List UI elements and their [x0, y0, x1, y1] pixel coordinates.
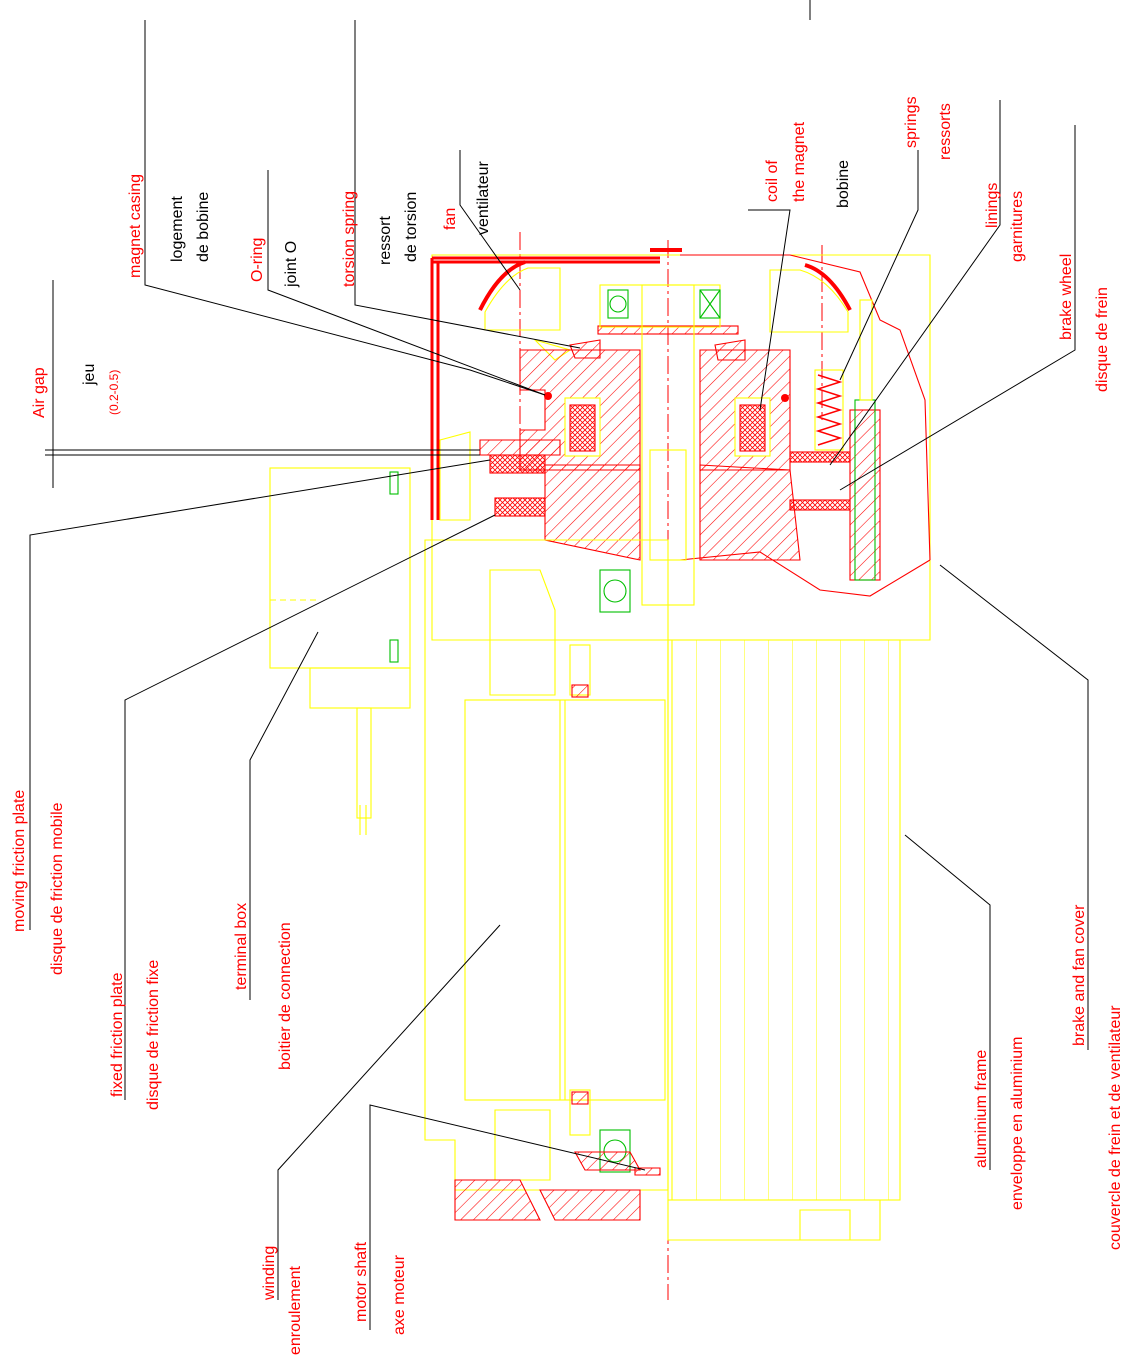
label-the-magnet: the magnet	[791, 121, 808, 202]
label-disque-friction-mobile: disque de friction mobile	[49, 802, 66, 975]
springs	[814, 369, 844, 451]
label-moving-friction-plate: moving friction plate	[11, 790, 28, 932]
leader-lines	[29, 0, 1089, 1330]
label-couvercle: couvercle de frein et de ventilateur	[1107, 1005, 1124, 1250]
label-logement: logement	[169, 196, 186, 262]
motor-body	[269, 232, 931, 1300]
aluminium-frame	[667, 639, 901, 1241]
label-brake-wheel: brake wheel	[1058, 254, 1075, 340]
label-linings: linings	[984, 183, 1001, 228]
label-ressorts: ressorts	[937, 103, 954, 160]
terminal-box-drawing	[269, 467, 411, 835]
label-garnitures: garnitures	[1009, 191, 1026, 262]
label-de-bobine: de bobine	[195, 192, 212, 262]
bearings	[599, 569, 631, 1173]
label-aluminium-frame: aluminium frame	[973, 1050, 990, 1168]
label-bobine: bobine	[835, 160, 852, 208]
label-brake-fan-cover: brake and fan cover	[1071, 904, 1088, 1046]
label-axe-moteur: axe moteur	[391, 1254, 408, 1335]
label-enroulement: enroulement	[287, 1266, 304, 1356]
label-fixed-friction-plate: fixed friction plate	[109, 972, 126, 1097]
label-coil-of: coil of	[764, 160, 781, 202]
label-ressort: ressort	[377, 216, 394, 265]
label-enveloppe-aluminium: enveloppe en aluminium	[1009, 1037, 1026, 1210]
label-disque-de-frein: disque de frein	[1094, 287, 1111, 392]
brake-fan-cover	[430, 248, 931, 641]
label-terminal-box: terminal box	[233, 903, 250, 990]
label-o-ring: O-ring	[249, 238, 266, 282]
stator-left	[424, 539, 669, 1221]
label-torsion-spring: torsion spring	[341, 191, 358, 287]
label-jeu-range: (0.2-0.5)	[107, 370, 121, 415]
label-air-gap: Air gap	[31, 367, 48, 418]
label-boitier-connection: boitier de connection	[277, 922, 294, 1070]
labels: Air gap jeu (0.2-0.5) magnet casing loge…	[11, 96, 1124, 1355]
label-magnet-casing: magnet casing	[127, 174, 144, 278]
label-jeu: jeu	[81, 364, 98, 386]
label-disque-friction-fixe: disque de friction fixe	[145, 960, 162, 1110]
magnet-casing-right	[699, 349, 791, 471]
label-fan: fan	[442, 208, 459, 230]
label-de-torsion: de torsion	[403, 192, 420, 262]
label-ventilateur: ventilateur	[475, 161, 492, 235]
label-springs: springs	[903, 96, 920, 148]
brake-wheel	[439, 299, 881, 581]
label-motor-shaft: motor shaft	[353, 1241, 370, 1322]
fan	[478, 260, 852, 335]
label-winding: winding	[261, 1246, 278, 1301]
label-joint-o: joint O	[283, 241, 300, 288]
